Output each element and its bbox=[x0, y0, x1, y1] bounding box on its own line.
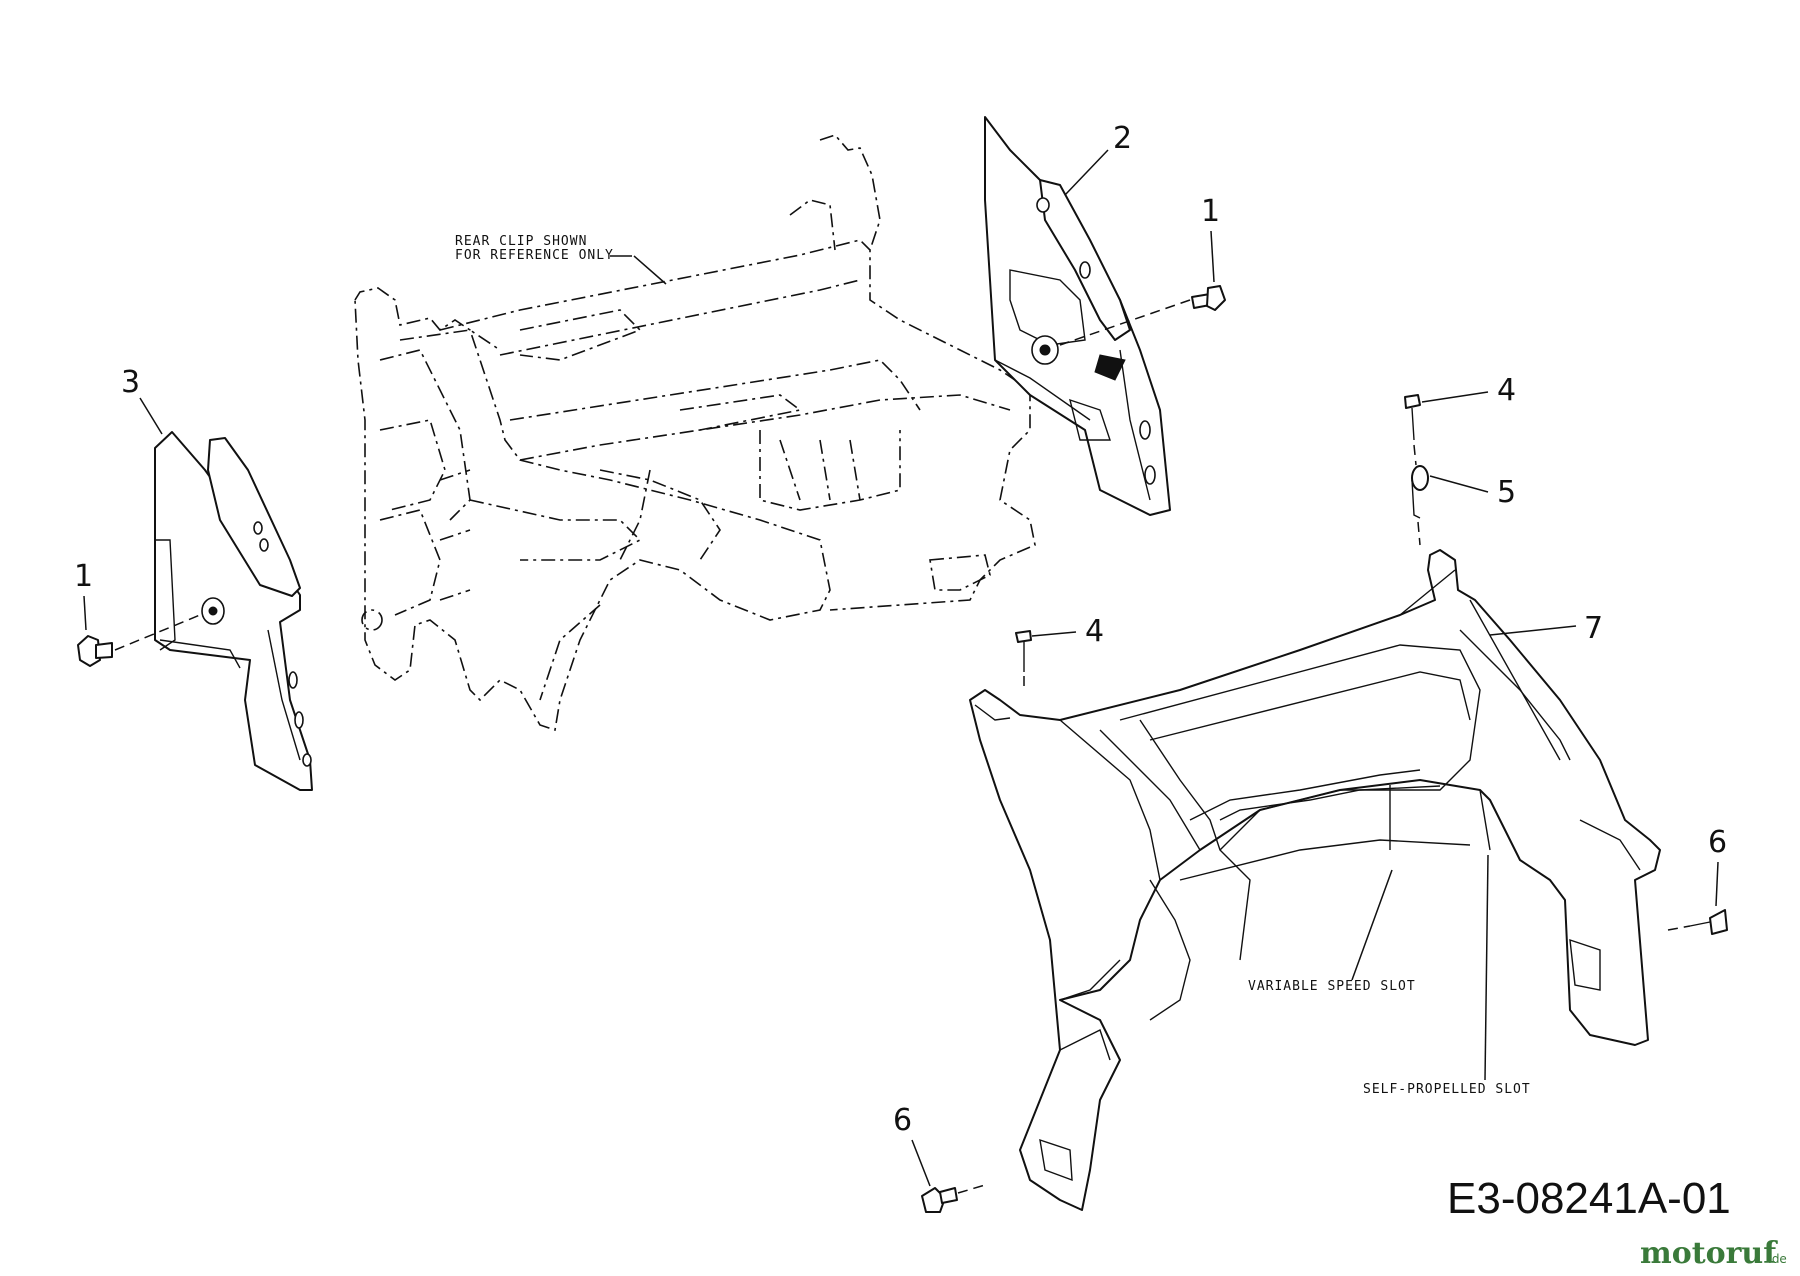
part-4-pin-lower bbox=[1015, 630, 1032, 690]
callout-7: 7 bbox=[1584, 611, 1603, 646]
part-1-bolt-left bbox=[77, 614, 201, 667]
part-3-left-bracket bbox=[154, 431, 313, 791]
callout-3: 3 bbox=[121, 365, 140, 400]
watermark-logo: motoruf .de bbox=[1640, 1236, 1787, 1271]
callout-6-right: 6 bbox=[1708, 825, 1727, 860]
callout-1-left: 1 bbox=[74, 559, 93, 594]
variable-speed-leader bbox=[1351, 869, 1393, 981]
watermark-brand: motoruf bbox=[1640, 1236, 1778, 1271]
part-1-bolt-right bbox=[1059, 285, 1226, 346]
rear-clip-note-line1: REAR CLIP SHOWN bbox=[455, 234, 587, 249]
variable-speed-note: VARIABLE SPEED SLOT bbox=[1248, 979, 1416, 994]
part-4-pin-upper bbox=[1404, 394, 1421, 466]
self-propelled-note: SELF-PROPELLED SLOT bbox=[1363, 1082, 1531, 1097]
self-propelled-leader bbox=[1484, 854, 1489, 1081]
callout-1-right: 1 bbox=[1201, 194, 1220, 229]
drawing-number: E3-08241A-01 bbox=[1447, 1174, 1731, 1223]
callout-2: 2 bbox=[1113, 121, 1132, 156]
part-2-right-bracket bbox=[984, 116, 1171, 516]
part-6-screw-bottom bbox=[921, 1184, 986, 1213]
rear-clip-leader bbox=[633, 255, 667, 285]
callout-4-lower: 4 bbox=[1085, 614, 1104, 649]
callout-5: 5 bbox=[1497, 475, 1516, 510]
part-7-housing bbox=[969, 549, 1661, 1211]
part-5-clip bbox=[1411, 465, 1429, 546]
part-6-screw-right bbox=[1667, 909, 1728, 935]
callout-6-bottom: 6 bbox=[893, 1103, 912, 1138]
watermark-suffix: .de bbox=[1768, 1252, 1787, 1266]
rear-clip-reference bbox=[354, 134, 1036, 732]
rear-clip-note-line2: FOR REFERENCE ONLY bbox=[455, 248, 614, 263]
callout-4-upper: 4 bbox=[1497, 373, 1516, 408]
callouts: 1 1 2 3 4 4 5 6 6 7 bbox=[74, 121, 1727, 1187]
